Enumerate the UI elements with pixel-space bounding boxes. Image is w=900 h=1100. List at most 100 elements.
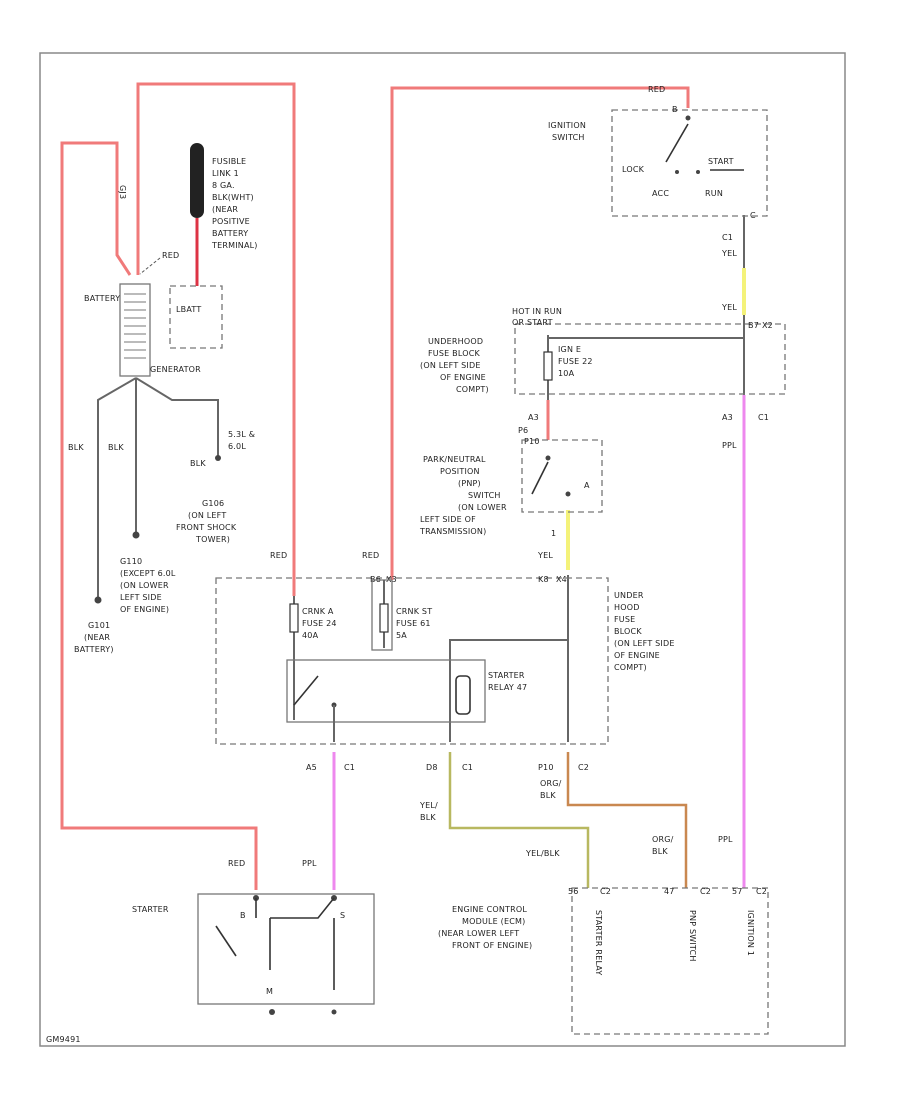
pnp-switch-blade xyxy=(531,461,549,495)
ign-run-node xyxy=(696,170,700,174)
pin-1: 1 xyxy=(551,529,556,538)
pin-x2: X2 xyxy=(762,321,773,330)
ecm-label: ENGINE CONTROL MODULE (ECM) (NEAR LOWER … xyxy=(438,905,532,950)
pin-k8: K8 xyxy=(538,575,549,584)
ground-g110-icon xyxy=(132,531,140,539)
wire-red-battery-to-starter xyxy=(60,141,258,890)
wire-gen-g106 xyxy=(135,377,219,458)
pin-c2-ecm-1: C2 xyxy=(600,887,611,896)
pnp-switch-label: PARK/NEUTRAL POSITION (PNP) SWITCH (ON L… xyxy=(419,455,510,536)
pin-c1-top: C1 xyxy=(722,233,733,242)
red-top-label: RED xyxy=(162,251,179,260)
starter-solenoid-blade xyxy=(215,925,237,957)
red-ign-label: RED xyxy=(648,85,665,94)
pin-a3-2: A3 xyxy=(528,413,539,422)
pin-c2: C2 xyxy=(578,763,589,772)
yel-blk-label-1: YEL/ BLK xyxy=(419,801,441,822)
wire-generator-grounds xyxy=(97,377,137,598)
red-left-label: RED xyxy=(270,551,287,560)
yel-label-1: YEL xyxy=(721,249,737,258)
pin-c2-ecm-2: C2 xyxy=(700,887,711,896)
ground-g106-icon xyxy=(215,455,221,461)
ecm-pin-starter-relay: STARTER RELAY xyxy=(594,910,603,975)
wire-red-battery-to-fuse24 xyxy=(136,82,296,596)
acc-label: ACC xyxy=(652,189,669,198)
pnp-switch-box xyxy=(521,439,603,513)
generator-label: GENERATOR xyxy=(150,365,201,374)
org-blk-label-2: ORG/ BLK xyxy=(652,835,676,856)
starter-ground-node xyxy=(269,1009,275,1015)
battery-label: BATTERY xyxy=(84,294,120,303)
pin-b-starter: B xyxy=(240,911,246,920)
wire-yelblk-relay-to-ecm xyxy=(448,752,590,888)
fuse-24-label: CRNK A FUSE 24 40A xyxy=(302,607,339,640)
underhood-fuse-block-main xyxy=(215,577,609,745)
pin-p6: P6 xyxy=(518,426,528,435)
pin-47: 47 xyxy=(664,887,675,896)
diagram-frame xyxy=(39,52,846,1047)
ground-g110-label: G110 (EXCEPT 6.0L (ON LOWER LEFT SIDE OF… xyxy=(120,557,178,614)
ground-g106-label: G106 (ON LEFT FRONT SHOCK TOWER) xyxy=(176,499,239,544)
pin-p10b: P10 xyxy=(538,763,554,772)
starter-label: STARTER xyxy=(132,905,169,914)
fuse-24-icon xyxy=(289,603,299,633)
pin-c-ign: C xyxy=(750,211,756,220)
ppl-relay-label: PPL xyxy=(302,859,317,868)
pin-57: 57 xyxy=(732,887,743,896)
fuse-22-icon xyxy=(543,351,553,381)
ppl-right-label: PPL xyxy=(722,441,737,450)
pin-c1-2: C1 xyxy=(758,413,769,422)
starter-motor-node xyxy=(331,1009,337,1015)
pin-b-ign: B xyxy=(672,105,678,114)
underhood-fuse-block-22 xyxy=(514,323,786,395)
pin-c2-ecm-3: C2 xyxy=(756,887,767,896)
pnp-input-node xyxy=(545,455,551,461)
eng-note: 5.3L & 6.0L xyxy=(228,430,258,451)
wire-gray-relay-coil xyxy=(449,575,569,742)
pnp-pin-a: A xyxy=(584,481,590,490)
red-mid-label: RED xyxy=(362,551,379,560)
starter-box xyxy=(197,893,375,1005)
relay-coil-icon xyxy=(455,675,471,715)
ppl-ecm-label: PPL xyxy=(718,835,733,844)
ground-g101-label: G101 (NEAR BATTERY) xyxy=(74,621,114,654)
blk-label-a: BLK xyxy=(68,443,84,452)
wire-orgblk-relay-to-ecm xyxy=(566,752,688,888)
blk-label-c: BLK xyxy=(190,459,206,468)
relay-contact-blade xyxy=(293,675,319,706)
fuse-61-box xyxy=(371,579,393,651)
pin-c1-3: C1 xyxy=(344,763,355,772)
ecm-pin-ignition-1: IGNITION 1 xyxy=(746,910,755,956)
leader-red xyxy=(139,257,161,275)
fuse-22-label: IGN E FUSE 22 10A xyxy=(558,345,595,378)
ign-acc-node xyxy=(675,170,679,174)
batt-terminal-box xyxy=(169,285,223,349)
ignition-switch-label: IGNITION SWITCH xyxy=(548,121,589,142)
starter-relay-label: STARTER RELAY 47 xyxy=(488,671,527,692)
battery-cells xyxy=(124,293,146,359)
batt-terminal-label: LBATT xyxy=(176,305,201,314)
pin-56: 56 xyxy=(568,887,579,896)
underhood-fuse-block-label: UNDERHOOD FUSE BLOCK (ON LEFT SIDE OF EN… xyxy=(420,337,489,394)
ecm-box xyxy=(571,887,769,1035)
battery-icon xyxy=(119,283,151,377)
ground-g101-icon xyxy=(94,596,102,604)
yel-label-3: YEL xyxy=(537,551,553,560)
pin-x4: X4 xyxy=(556,575,567,584)
yel-blk-label-2: YEL/BLK xyxy=(525,849,560,858)
uh-fuse-block-right-label: UNDER HOOD FUSE BLOCK (ON LEFT SIDE OF E… xyxy=(614,591,677,672)
org-blk-label-1: ORG/ BLK xyxy=(540,779,564,800)
ign-switch-blade xyxy=(665,123,689,163)
lock-label: LOCK xyxy=(622,165,645,174)
pin-b7: B7 xyxy=(748,321,759,330)
pin-s-starter: S xyxy=(340,911,345,920)
yel-label-2: YEL xyxy=(721,303,737,312)
fuse-61-icon xyxy=(379,603,389,633)
pin-m-starter: M xyxy=(266,987,273,996)
start-label: START xyxy=(708,157,734,166)
pin-a5: A5 xyxy=(306,763,317,772)
fusible-link-label: FUSIBLE LINK 1 8 GA. BLK(WHT) (NEAR POSI… xyxy=(211,157,258,250)
fuse-61-label: CRNK ST FUSE 61 5A xyxy=(396,607,435,640)
wire-red-to-fuse61-and-ignition xyxy=(390,86,690,580)
